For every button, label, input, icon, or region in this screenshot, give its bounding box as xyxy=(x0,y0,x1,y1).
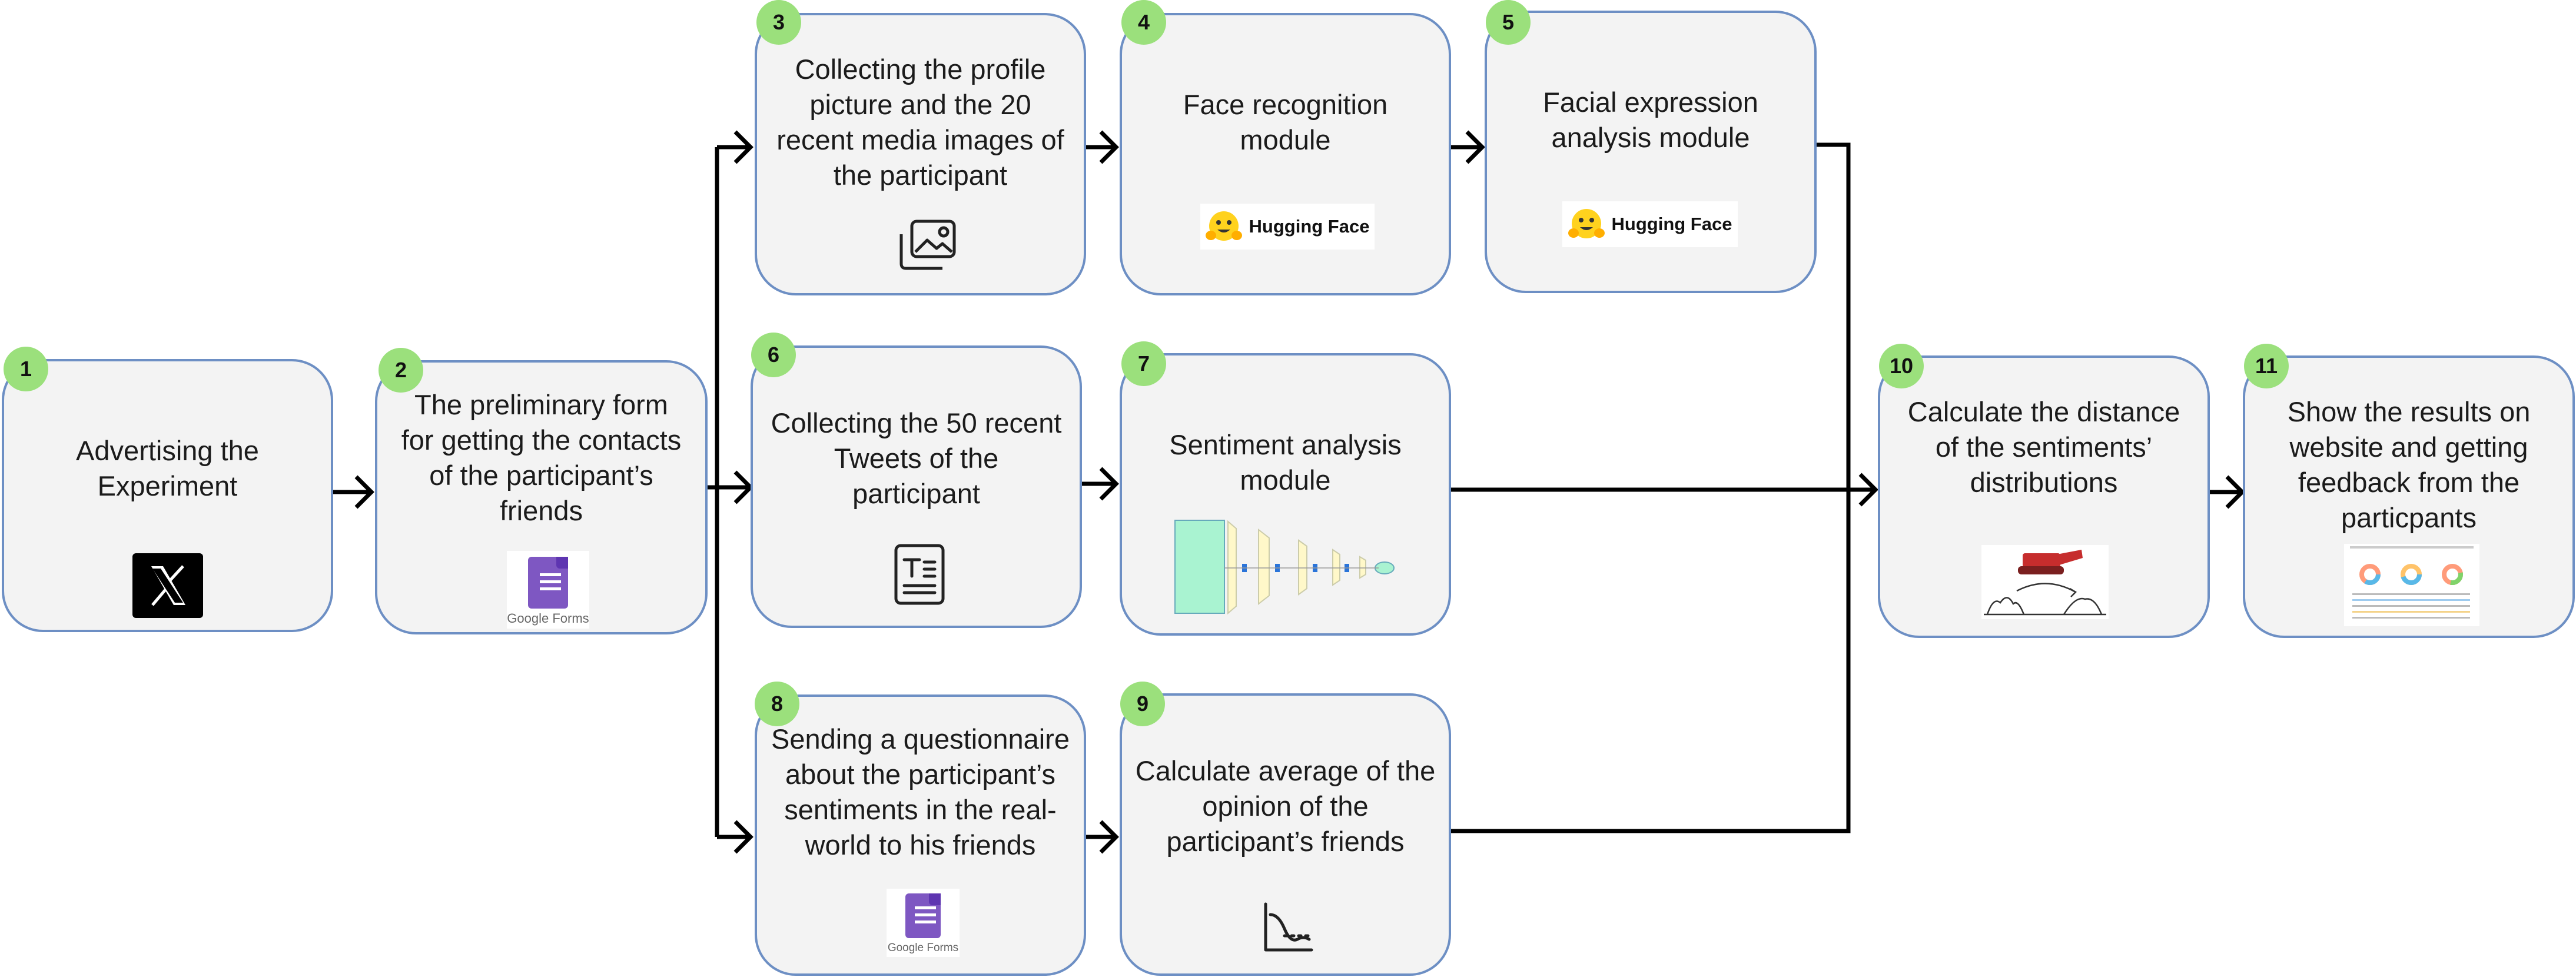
neural-network-diagram xyxy=(1174,520,1395,615)
step-3-number-badge: 3 xyxy=(756,0,801,45)
step-3-box: Collecting the profile picture and the 2… xyxy=(755,13,1086,295)
hugging-face-wordmark: Hugging Face xyxy=(1249,216,1370,237)
arrowhead-to-10 xyxy=(1858,473,1878,507)
earth-mover-illustration xyxy=(1981,545,2109,619)
text-document-icon xyxy=(894,544,945,605)
step-6-number-badge: 6 xyxy=(751,333,796,377)
hugging-face-emoji-icon xyxy=(1568,209,1605,238)
step-9-number-badge: 9 xyxy=(1120,682,1165,726)
step-5-label: Facial expression analysis module xyxy=(1543,87,1758,153)
hugging-face-wordmark: Hugging Face xyxy=(1611,214,1732,234)
step-5-number-badge: 5 xyxy=(1486,0,1531,45)
step-9-label: Calculate average of the opinion of the … xyxy=(1135,755,1436,857)
step-7-box: Sentiment analysis module xyxy=(1120,353,1451,636)
x-logo-icon xyxy=(132,553,203,618)
step-11-label: Show the results on website and getting … xyxy=(2287,396,2531,533)
step-1-number-badge: 1 xyxy=(4,347,48,391)
step-4-box: Face recognition module Hugging Face xyxy=(1120,13,1451,295)
step-3-label: Collecting the profile picture and the 2… xyxy=(776,54,1064,191)
step-8-number-badge: 8 xyxy=(755,682,799,726)
step-7-label: Sentiment analysis module xyxy=(1169,429,1402,496)
step-4-label: Face recognition module xyxy=(1183,89,1388,155)
google-forms-icon: Google Forms xyxy=(887,889,960,957)
step-2-box: The preliminary form for getting the con… xyxy=(375,360,708,634)
step-6-box: Collecting the 50 recent Tweets of the p… xyxy=(751,345,1082,628)
arrowhead-1-to-2 xyxy=(354,475,374,509)
hugging-face-logo: Hugging Face xyxy=(1562,201,1738,247)
step-2-label: The preliminary form for getting the con… xyxy=(401,389,682,526)
step-10-number-badge: 10 xyxy=(1879,344,1924,388)
step-2-number-badge: 2 xyxy=(379,348,423,393)
step-9-box: Calculate average of the opinion of the … xyxy=(1120,693,1451,976)
images-icon xyxy=(899,220,956,270)
step-8-box: Sending a questionnaire about the partic… xyxy=(755,694,1086,976)
step-8-label: Sending a questionnaire about the partic… xyxy=(771,723,1070,860)
step-10-label: Calculate the distance of the sentiments… xyxy=(1907,396,2180,498)
google-forms-wordmark: Google Forms xyxy=(887,942,959,954)
distribution-curve-icon xyxy=(1264,902,1313,952)
step-10-box: Calculate the distance of the sentiments… xyxy=(1878,355,2210,638)
google-forms-wordmark: Google Forms xyxy=(507,611,589,626)
step-4-number-badge: 4 xyxy=(1121,0,1166,45)
step-11-number-badge: 11 xyxy=(2244,344,2289,388)
results-website-screenshot xyxy=(2344,544,2479,626)
step-1-label: Advertising the Experiment xyxy=(76,435,259,501)
step-5-box: Facial expression analysis module Huggin… xyxy=(1485,11,1817,293)
hugging-face-logo: Hugging Face xyxy=(1200,204,1375,250)
step-11-box: Show the results on website and getting … xyxy=(2243,355,2575,638)
step-6-label: Collecting the 50 recent Tweets of the p… xyxy=(771,407,1062,509)
step-7-number-badge: 7 xyxy=(1121,341,1166,386)
step-1-box: Advertising the Experiment xyxy=(2,359,333,632)
google-forms-icon: Google Forms xyxy=(507,551,589,629)
hugging-face-emoji-icon xyxy=(1205,211,1242,241)
